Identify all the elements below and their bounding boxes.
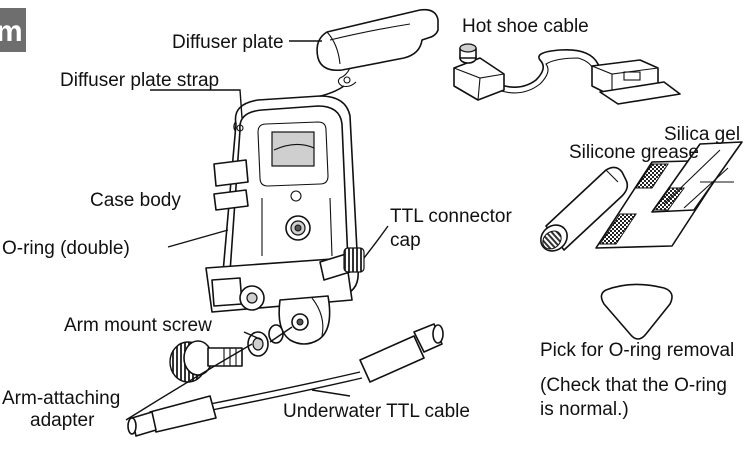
o-ring-pick-illustration xyxy=(600,283,673,340)
underwater-ttl-cable-illustration xyxy=(127,323,444,437)
label-silica-gel: Silica gel xyxy=(664,124,740,145)
label-case-body: Case body xyxy=(90,190,181,211)
label-silicone-grease: Silicone grease xyxy=(569,142,699,163)
section-tab: m xyxy=(0,8,26,52)
label-note-line1: (Check that the O-ring xyxy=(540,375,727,396)
label-ttl-connector-cap-line2: cap xyxy=(390,230,421,251)
label-underwater-ttl-cable: Underwater TTL cable xyxy=(283,401,470,422)
silica-gel-illustration xyxy=(595,141,743,249)
arm-attaching-adapter-illustration xyxy=(247,324,284,357)
label-diffuser-plate: Diffuser plate xyxy=(172,32,284,53)
diffuser-plate-illustration xyxy=(316,8,439,88)
label-arm-attaching-adapter-line2: adapter xyxy=(30,410,95,431)
label-pick-for-o-ring-removal: Pick for O-ring removal xyxy=(540,340,734,361)
case-body-illustration xyxy=(205,95,359,345)
label-diffuser-plate-strap: Diffuser plate strap xyxy=(60,70,219,91)
leader-lines xyxy=(125,40,351,421)
label-arm-attaching-adapter-line1: Arm-attaching xyxy=(2,388,120,409)
ttl-connector-cap-illustration xyxy=(319,225,389,281)
arm-mount-screw-illustration xyxy=(169,340,243,383)
silicone-grease-illustration xyxy=(540,166,629,252)
label-arm-mount-screw: Arm mount screw xyxy=(64,315,212,336)
label-ttl-connector-cap-line1: TTL connector xyxy=(390,206,512,227)
hot-shoe-cable-illustration xyxy=(453,43,681,105)
label-o-ring-double: O-ring (double) xyxy=(2,238,130,259)
label-note-line2: is normal.) xyxy=(540,399,629,420)
label-hot-shoe-cable: Hot shoe cable xyxy=(462,16,589,37)
section-tab-letter: m xyxy=(0,15,23,48)
